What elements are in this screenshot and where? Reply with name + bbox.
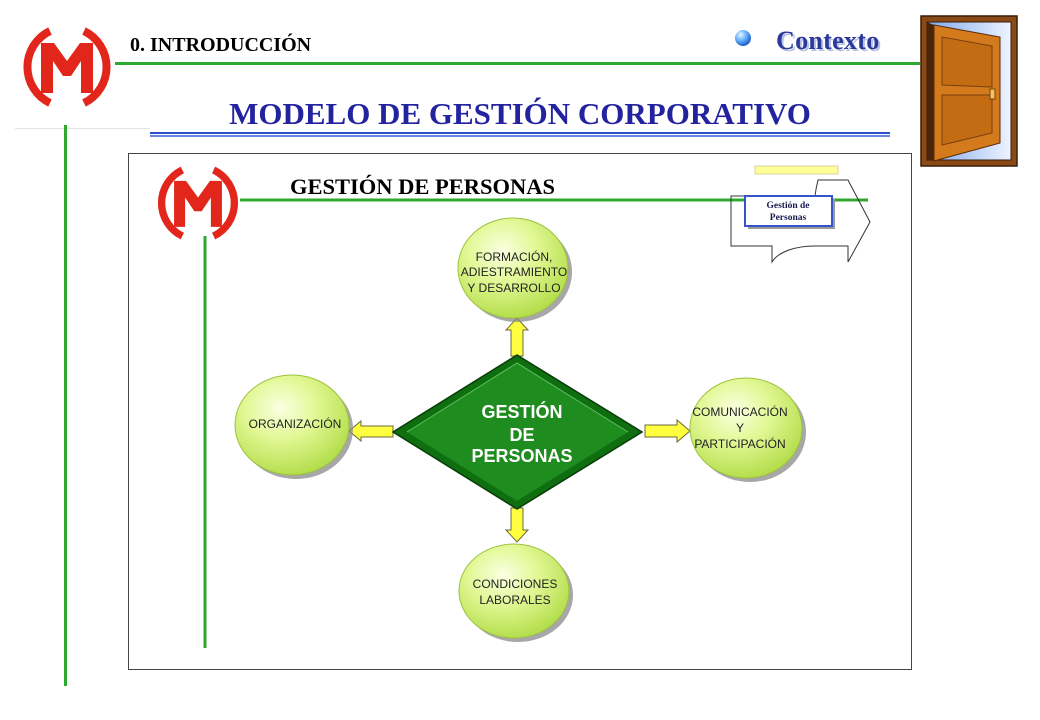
node-label-line: PARTICIPACIÓN — [694, 436, 785, 451]
logo-m-shape — [174, 180, 222, 227]
door-edge — [927, 22, 934, 161]
inset-box-label-line: Gestión de — [766, 201, 809, 211]
node-ellipse — [457, 217, 569, 319]
node-label-line: COMUNICACIÓN — [692, 404, 787, 419]
logo-ring-right — [211, 166, 238, 240]
logo-m-shape — [41, 43, 93, 93]
diamond-highlight — [406, 362, 629, 433]
left-vertical-rule — [64, 125, 67, 686]
node-ellipse — [234, 374, 350, 476]
door-icon[interactable] — [920, 15, 1018, 167]
door-lower-inset — [941, 94, 993, 146]
node-label-line: ORGANIZACIÓN — [249, 416, 342, 431]
node-formacion[interactable]: FORMACIÓN, ADIESTRAMIENTO Y DESARROLLO — [457, 217, 572, 322]
door-upper-inset — [941, 36, 993, 88]
page-title: MODELO DE GESTIÓN CORPORATIVO — [229, 96, 811, 131]
logo-ring-right — [82, 27, 111, 107]
m-logo-icon — [158, 166, 238, 240]
node-comunicacion[interactable]: COMUNICACIÓN Y PARTICIPACIÓN — [689, 377, 806, 482]
diagram-panel: GESTIÓN DE PERSONAS Gestión de Personas … — [128, 153, 912, 670]
node-organizacion[interactable]: ORGANIZACIÓN — [234, 374, 353, 479]
logo-ring-left — [158, 166, 185, 240]
door-knob — [989, 88, 996, 100]
node-label-line: Y DESARROLLO — [467, 281, 560, 295]
panel-heading: GESTIÓN DE PERSONAS — [290, 173, 555, 199]
m-logo-icon — [23, 27, 111, 107]
logo-ring-left — [23, 27, 52, 107]
title-underline — [150, 132, 890, 137]
inset-tag — [754, 165, 839, 175]
center-diamond: GESTIÓN DE PERSONAS — [391, 354, 644, 510]
inset-box — [744, 195, 833, 227]
section-label: 0. INTRODUCCIÓN — [130, 34, 312, 56]
node-label-line: FORMACIÓN, — [476, 249, 553, 264]
node-ellipse — [689, 377, 803, 479]
node-condiciones[interactable]: CONDICIONES LABORALES — [458, 543, 573, 642]
node-label-line: LABORALES — [479, 593, 550, 607]
arrow-down — [504, 507, 530, 543]
center-label-line: GESTIÓN — [481, 401, 562, 422]
context-label: Contexto — [776, 26, 880, 55]
inset-location-marker: Gestión de Personas — [730, 165, 871, 264]
node-label-line: Y — [736, 421, 744, 435]
header-divider — [115, 62, 920, 65]
inset-arrow-outline — [730, 179, 871, 264]
faint-divider — [15, 128, 150, 129]
sphere-bullet-icon — [735, 30, 751, 46]
node-label-line: ADIESTRAMIENTO — [461, 265, 567, 279]
inset-box-label-line: Personas — [770, 213, 807, 223]
arrow-right — [644, 418, 691, 444]
node-label-line: CONDICIONES — [473, 577, 558, 591]
center-label-line: PERSONAS — [471, 446, 572, 466]
center-label-line: DE — [509, 425, 534, 445]
context-link[interactable]: Contexto — [735, 26, 895, 60]
node-ellipse — [458, 543, 570, 639]
